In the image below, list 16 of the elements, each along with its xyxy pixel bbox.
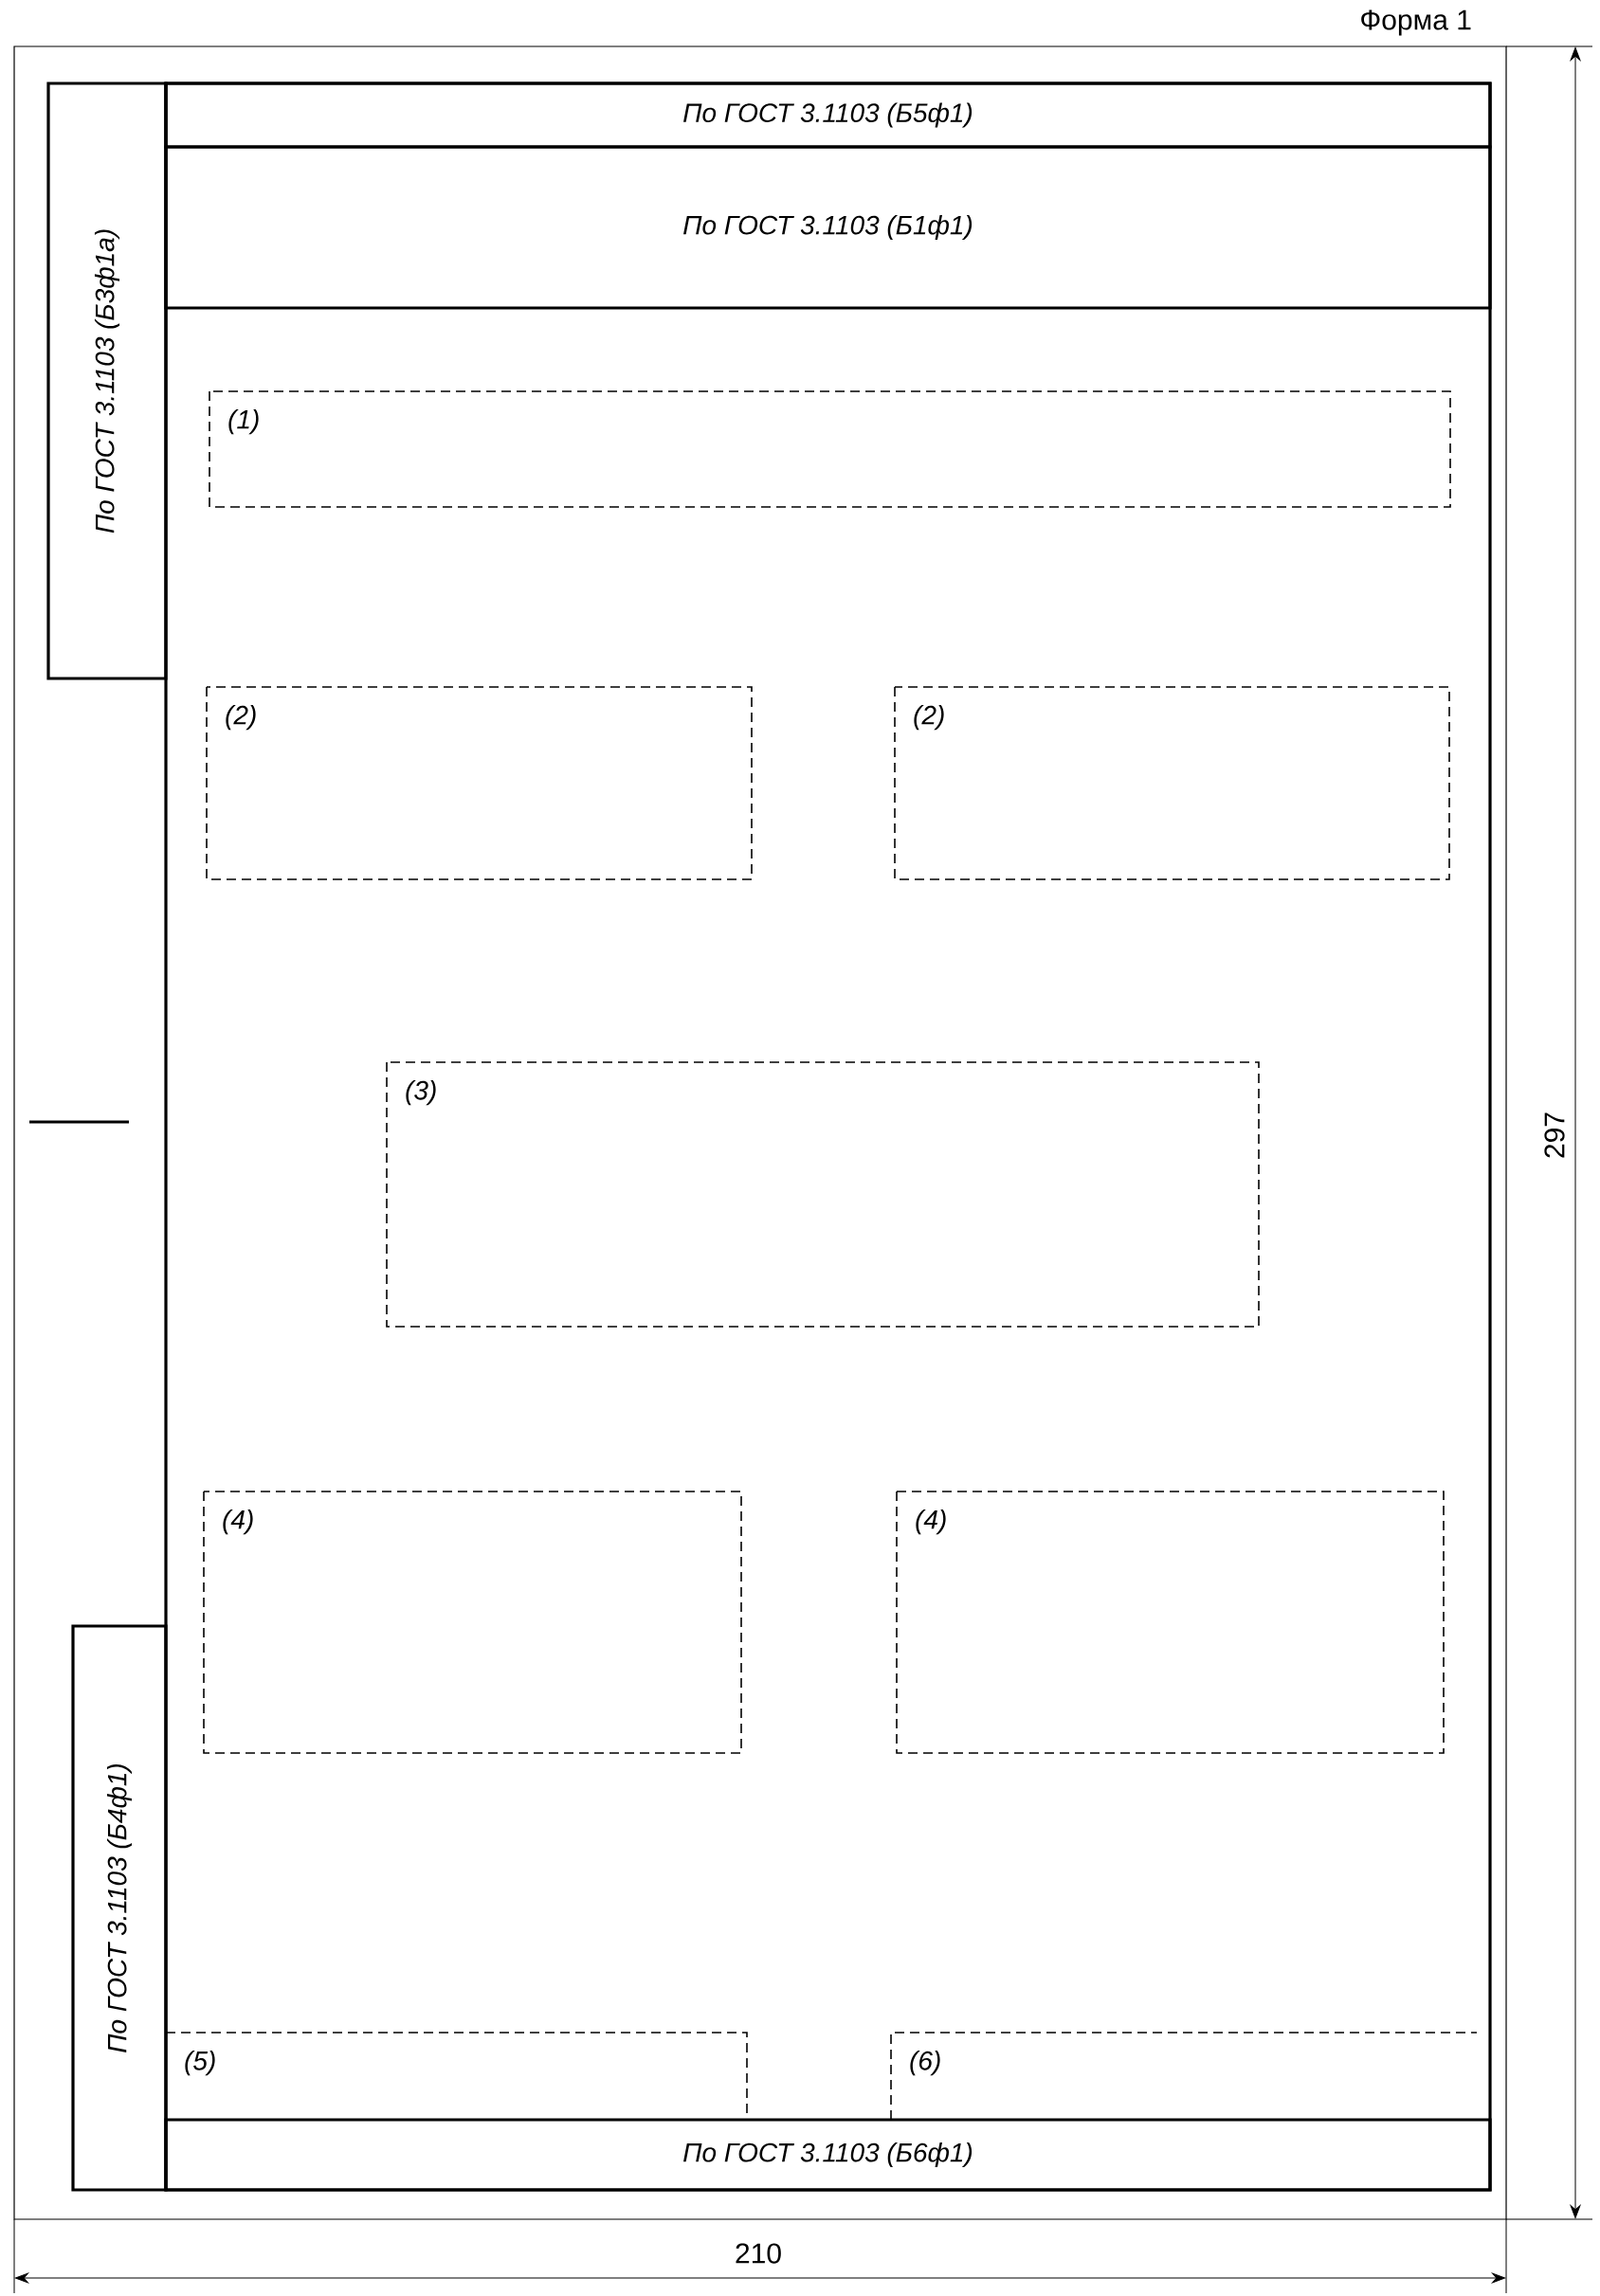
form-block: По ГОСТ 3.1103 (Б3ф1а)	[46, 81, 168, 680]
dimension-line: 210	[13, 2218, 1507, 2294]
dashed-area: (4)	[203, 1491, 742, 1754]
form-number: Форма 1	[1361, 9, 1471, 36]
dimension-line: 297	[1505, 45, 1593, 2220]
form-block: По ГОСТ 3.1103 (Б5ф1)	[164, 81, 1492, 149]
dashed-area: (5)	[165, 2032, 748, 2121]
form-block: По ГОСТ 3.1103 (Б1ф1)	[164, 145, 1492, 310]
dashed-area: (3)	[386, 1061, 1260, 1328]
dashed-area: (2)	[894, 686, 1450, 880]
form-block: По ГОСТ 3.1103 (Б4ф1)	[71, 1624, 168, 2192]
dashed-area: (1)	[209, 390, 1451, 508]
form-block: По ГОСТ 3.1103 (Б6ф1)	[164, 2118, 1492, 2192]
dashed-area: (4)	[896, 1491, 1445, 1754]
dashed-area: (2)	[206, 686, 753, 880]
dashed-area: (6)	[890, 2032, 1478, 2121]
